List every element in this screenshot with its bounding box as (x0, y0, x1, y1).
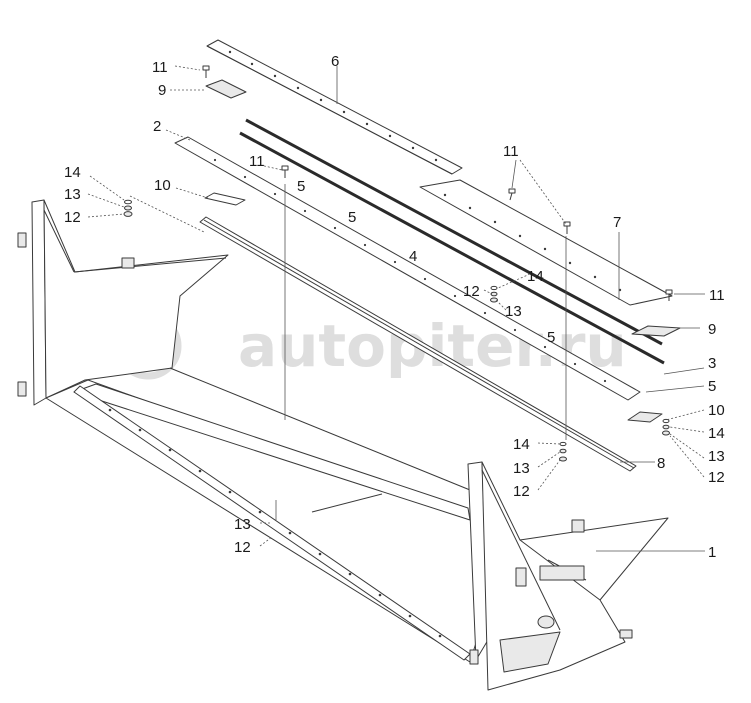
callout-13: 13 (513, 460, 530, 477)
callout-11: 11 (152, 59, 168, 76)
part-10-plate-left (204, 192, 246, 206)
callout-13: 13 (64, 186, 81, 203)
bolt-icon (508, 188, 516, 201)
part-9-bracket-left (205, 79, 247, 99)
callout-labels: 11 9 6 2 11 5 10 14 13 12 5 4 11 7 14 12… (64, 53, 725, 561)
callout-1: 1 (708, 544, 716, 561)
part-4-rod (245, 118, 663, 346)
fastener-stack-right (662, 418, 670, 436)
callout-5: 5 (547, 329, 555, 346)
callout-9: 9 (158, 82, 166, 99)
callout-12: 12 (463, 283, 480, 300)
callout-6: 6 (331, 53, 339, 70)
watermark: autopiter.ru (114, 312, 627, 380)
callout-5: 5 (297, 178, 305, 195)
part-2-strip-plate (174, 136, 641, 401)
watermark-text: autopiter.ru (238, 312, 627, 380)
callout-14: 14 (64, 164, 81, 181)
part-7-cover-plate (419, 179, 673, 306)
callout-14: 14 (513, 436, 530, 453)
part-10-plate-right (627, 411, 663, 423)
callout-4: 4 (409, 248, 417, 265)
leader-lines (87, 65, 705, 552)
callout-13: 13 (708, 448, 725, 465)
callout-7: 7 (613, 214, 621, 231)
callout-11: 11 (503, 143, 519, 160)
part-8-angle-bar (199, 216, 637, 472)
callout-13: 13 (505, 303, 522, 320)
callout-12: 12 (708, 469, 725, 486)
part-1-main-frame (17, 199, 669, 691)
bolt-icon (281, 165, 289, 178)
bolt-icon (202, 65, 210, 78)
part-9-bracket-right (631, 325, 681, 337)
callout-3: 3 (708, 355, 716, 372)
callout-11: 11 (249, 153, 265, 170)
callout-9: 9 (708, 321, 716, 338)
callout-5: 5 (348, 209, 356, 226)
fastener-stack-mid (490, 285, 498, 303)
callout-13: 13 (234, 516, 251, 533)
callout-12: 12 (64, 209, 81, 226)
callout-11: 11 (709, 287, 725, 304)
part-3-rod (239, 131, 665, 365)
bolt-icon (563, 221, 571, 234)
part-11-bolts (202, 65, 673, 301)
part-6-cover-plate (206, 39, 463, 175)
callout-2: 2 (153, 118, 161, 135)
callout-5: 5 (708, 378, 716, 395)
callout-14: 14 (708, 425, 725, 442)
callout-12: 12 (234, 539, 251, 556)
callout-12: 12 (513, 483, 530, 500)
callout-10: 10 (154, 177, 171, 194)
bolt-icon (665, 289, 673, 301)
fastener-stack-left (123, 199, 133, 217)
callout-8: 8 (657, 455, 665, 472)
fastener-stack-center (559, 441, 567, 462)
callout-14: 14 (527, 268, 544, 285)
callout-10: 10 (708, 402, 725, 419)
